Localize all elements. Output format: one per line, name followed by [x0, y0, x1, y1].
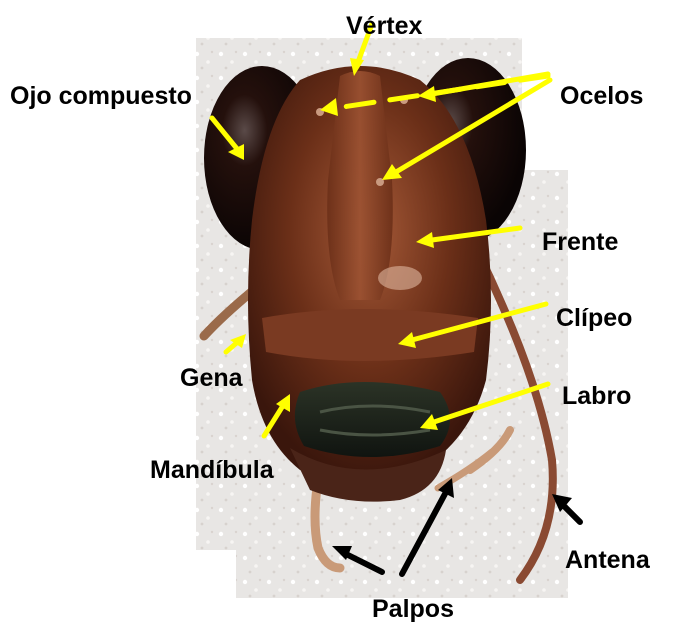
label-antenna: Antena — [565, 548, 650, 573]
frons-highlight — [378, 266, 422, 290]
label-gena: Gena — [180, 366, 243, 391]
label-mandible: Mandíbula — [150, 458, 274, 483]
label-ocelli: Ocelos — [560, 84, 643, 109]
label-compound-eye: Ojo compuesto — [10, 84, 192, 109]
label-clypeus: Clípeo — [556, 306, 632, 331]
label-palps: Palpos — [372, 597, 454, 622]
label-vertex: Vértex — [346, 14, 422, 39]
label-frons: Frente — [542, 230, 618, 255]
clypeus-band — [262, 309, 478, 361]
label-labrum: Labro — [562, 384, 631, 409]
labrum-shape — [295, 382, 450, 457]
